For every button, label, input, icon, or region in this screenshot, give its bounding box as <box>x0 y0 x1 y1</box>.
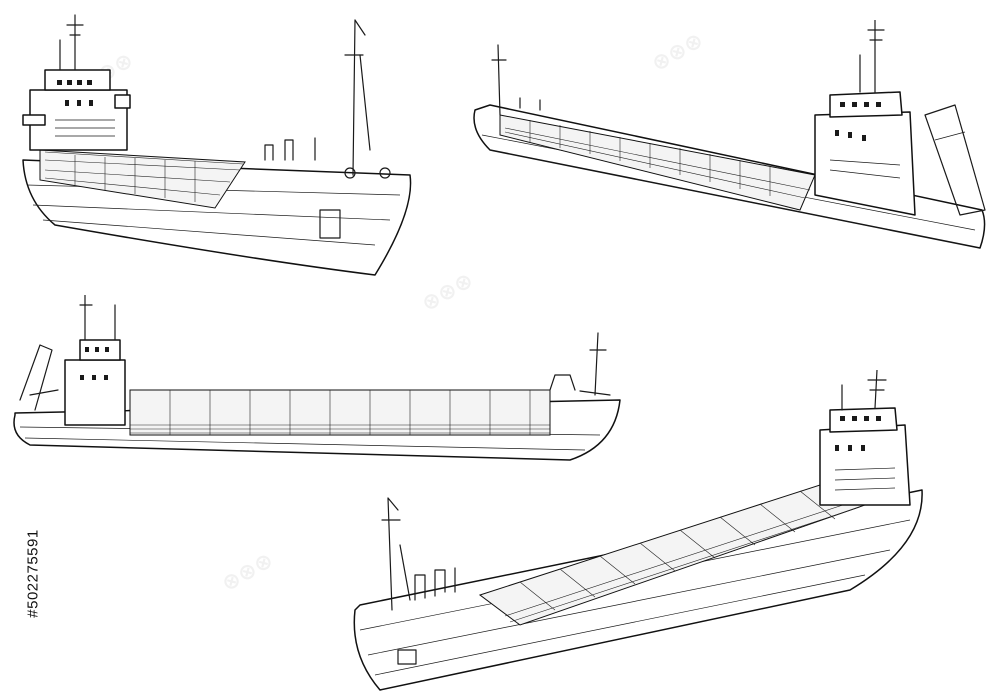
cargo-ship-3 <box>10 295 625 475</box>
watermark-tile: ⊗⊗⊗ <box>217 547 278 598</box>
cargo-ship-2 <box>470 20 990 280</box>
cargo-ship-4 <box>350 370 930 695</box>
cargo-ship-1 <box>15 10 425 290</box>
stock-id-label: #502275591 <box>24 529 42 618</box>
